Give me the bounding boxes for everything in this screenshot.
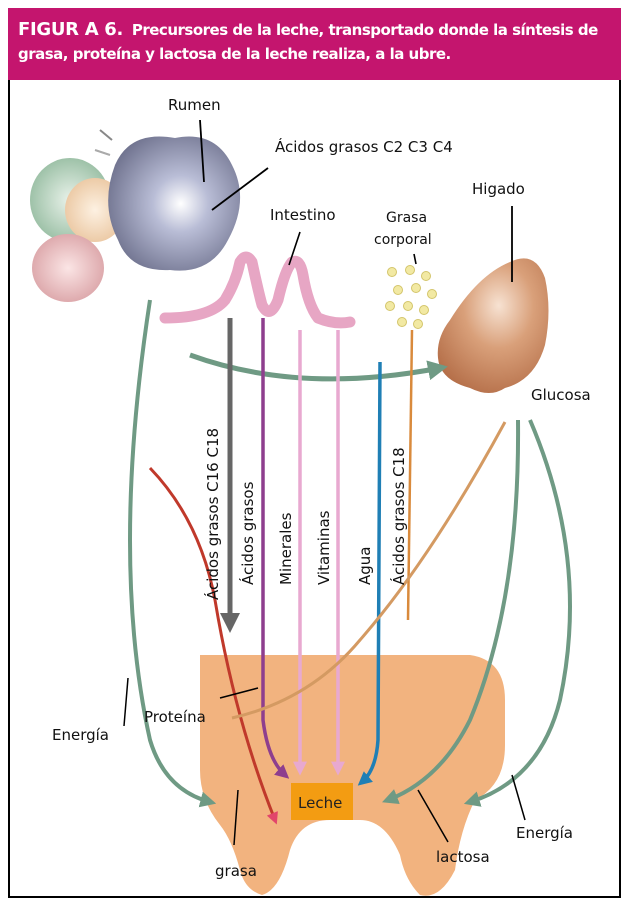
label-energia-right: Energía	[516, 824, 573, 842]
label-proteina: Proteína	[144, 708, 206, 726]
fat-pointer	[414, 254, 416, 264]
energy-left-arrow	[130, 300, 210, 802]
label-intestino: Intestino	[270, 206, 336, 224]
label-acidos-grasos: Ácidos grasos	[238, 481, 257, 585]
label-leche: Leche	[298, 794, 342, 812]
label-lactosa: lactosa	[436, 848, 490, 866]
body-fat-droplets	[386, 266, 437, 329]
label-higado: Higado	[472, 180, 525, 198]
label-vitaminas: Vitaminas	[315, 510, 333, 585]
label-grasa-corporal-2: corporal	[374, 232, 432, 248]
liver-shape	[438, 258, 549, 393]
energia-left-pointer	[124, 678, 128, 726]
label-agua: Agua	[356, 547, 374, 585]
label-grasa-corporal-1: Grasa	[386, 210, 427, 226]
energia-right-pointer	[512, 775, 525, 820]
label-rumen: Rumen	[168, 96, 221, 114]
label-grasa: grasa	[215, 862, 257, 880]
label-vfa: Ácidos grasos C2 C3 C4	[275, 137, 453, 156]
label-acidos-c18: Ácidos grasos C18	[389, 447, 408, 585]
label-glucosa: Glucosa	[531, 386, 591, 404]
label-minerales: Minerales	[277, 512, 295, 585]
stomach-illustration	[30, 130, 240, 302]
label-acidos-c16-c18: Ácidos grasos C16 C18	[203, 428, 222, 600]
label-energia-left: Energía	[52, 726, 109, 744]
